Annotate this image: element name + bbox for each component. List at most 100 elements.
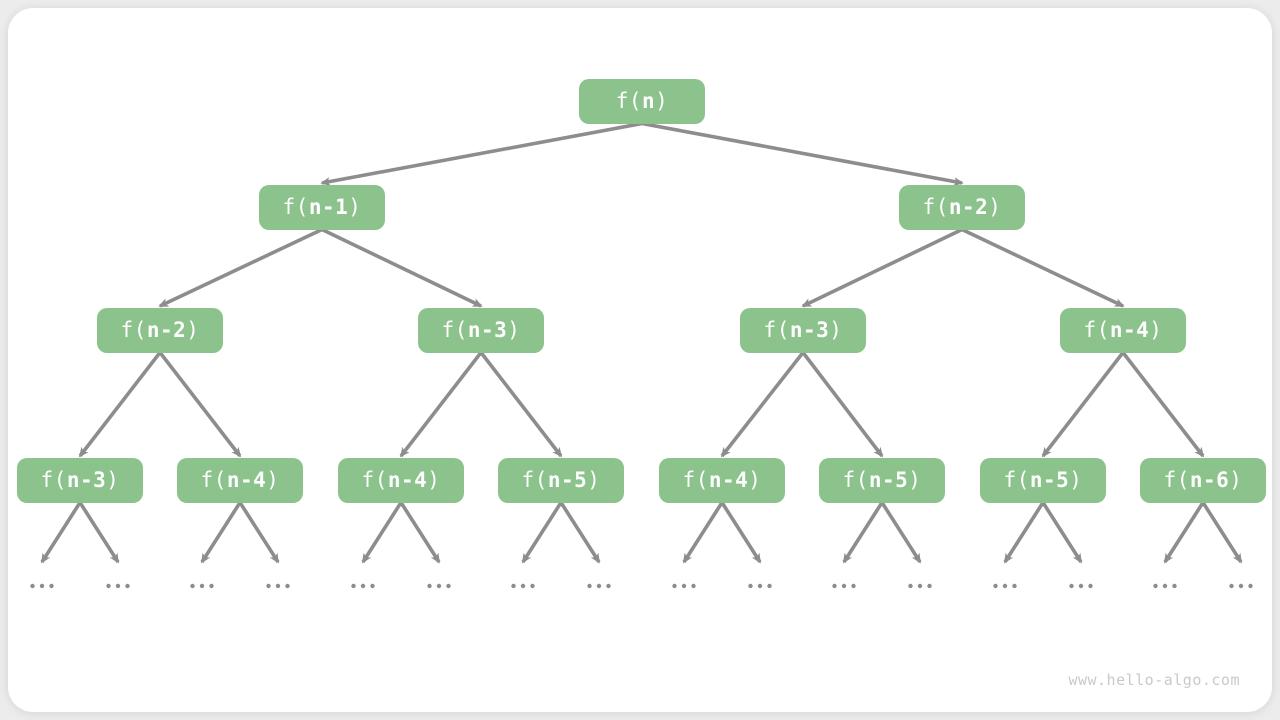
ellipsis-icon [190,583,214,589]
node-label-argument: n-5 [1029,468,1070,492]
edge-arrow [1003,501,1045,564]
node-label-prefix: f( [361,468,388,492]
tree-node: f(n-3) [740,307,866,353]
ellipsis-icon [427,583,451,589]
edge-arrow [78,351,162,458]
edge-arrow [720,501,762,564]
node-label-suffix: ) [106,468,120,492]
edge-arrow [1041,351,1125,458]
node-label-argument: n-6 [1189,468,1230,492]
ellipsis-icon [993,583,1017,589]
node-label-prefix: f( [922,195,949,219]
edge-arrow [321,227,483,308]
node-label-suffix: ) [829,318,843,342]
tree-node: f(n-3) [418,307,544,353]
node-label-suffix: ) [1229,468,1243,492]
ellipsis-icon [832,583,856,589]
edge-arrow [399,351,483,458]
node-label-argument: n-2 [146,318,187,342]
tree-node: f(n-4) [659,457,785,503]
edge-arrow [479,351,563,458]
edge-arrow [1121,351,1205,458]
edge-arrow [1201,501,1243,564]
node-label-argument: n-2 [948,195,989,219]
node-label-suffix: ) [266,468,280,492]
edge-arrow [801,351,884,458]
node-label-suffix: ) [427,468,441,492]
node-label-suffix: ) [1069,468,1083,492]
edge-arrow [40,501,82,564]
tree-node: f(n-4) [177,457,303,503]
node-label-prefix: f( [1003,468,1030,492]
ellipsis-icon [30,583,54,589]
node-label-argument: n-4 [226,468,267,492]
node-label-argument: n-4 [708,468,749,492]
ellipsis-icon [106,583,130,589]
tree-node: f(n) [579,78,705,124]
node-label-argument: n-5 [868,468,909,492]
node-label-argument: n-4 [1109,318,1150,342]
node-label-prefix: f( [842,468,869,492]
ellipsis-icon [672,583,696,589]
ellipsis-icon [351,583,375,589]
node-label-suffix: ) [908,468,922,492]
ellipsis-icon [587,583,611,589]
tree-node: f(n-4) [1060,307,1186,353]
node-label-prefix: f( [441,318,468,342]
node-label-prefix: f( [615,89,642,113]
tree-node: f(n-2) [97,307,223,353]
ellipsis-icon [1229,583,1253,589]
edge-arrow [78,501,120,564]
edge-arrow [200,501,242,564]
tree-node: f(n-6) [1140,457,1266,503]
node-label-prefix: f( [120,318,147,342]
node-label-suffix: ) [507,318,521,342]
edge-arrow [399,501,441,564]
tree-node: f(n-4) [338,457,464,503]
edge-arrow [1163,501,1205,564]
edge-arrow [158,227,323,308]
node-label-suffix: ) [748,468,762,492]
edge-arrow [361,501,403,564]
ellipsis-icon [1153,583,1177,589]
node-label-argument: n-3 [467,318,508,342]
node-label-argument: n-1 [308,195,349,219]
watermark: www.hello-algo.com [1068,671,1240,689]
node-label-argument: n-4 [387,468,428,492]
ellipsis-icon [1069,583,1093,589]
node-label-suffix: ) [348,195,362,219]
tree-node: f(n-5) [980,457,1106,503]
node-label-suffix: ) [655,89,669,113]
edge-arrow [641,121,964,186]
node-label-prefix: f( [521,468,548,492]
ellipsis-icon [748,583,772,589]
edge-arrow [158,351,242,458]
edge-arrow [682,501,724,564]
tree-node: f(n-2) [899,184,1025,230]
edge-arrow [961,227,1125,308]
node-label-argument: n-5 [547,468,588,492]
edge-arrow [238,501,280,564]
node-label-prefix: f( [200,468,227,492]
node-label-prefix: f( [282,195,309,219]
node-label-suffix: ) [587,468,601,492]
edge-arrow [320,121,643,186]
node-label-prefix: f( [682,468,709,492]
edge-arrow [1041,501,1083,564]
node-label-argument: n-3 [789,318,830,342]
tree-node: f(n-3) [17,457,143,503]
ellipsis-icon [511,583,535,589]
node-label-argument: n [641,89,656,113]
node-label-suffix: ) [186,318,200,342]
edge-arrow [559,501,601,564]
edge-arrow [842,501,884,564]
ellipsis-icon [908,583,932,589]
ellipsis-icon [266,583,290,589]
node-label-argument: n-3 [66,468,107,492]
node-label-suffix: ) [1149,318,1163,342]
edge-arrow [801,227,963,308]
edge-arrow [720,351,805,458]
tree-node: f(n-5) [498,457,624,503]
node-label-prefix: f( [40,468,67,492]
